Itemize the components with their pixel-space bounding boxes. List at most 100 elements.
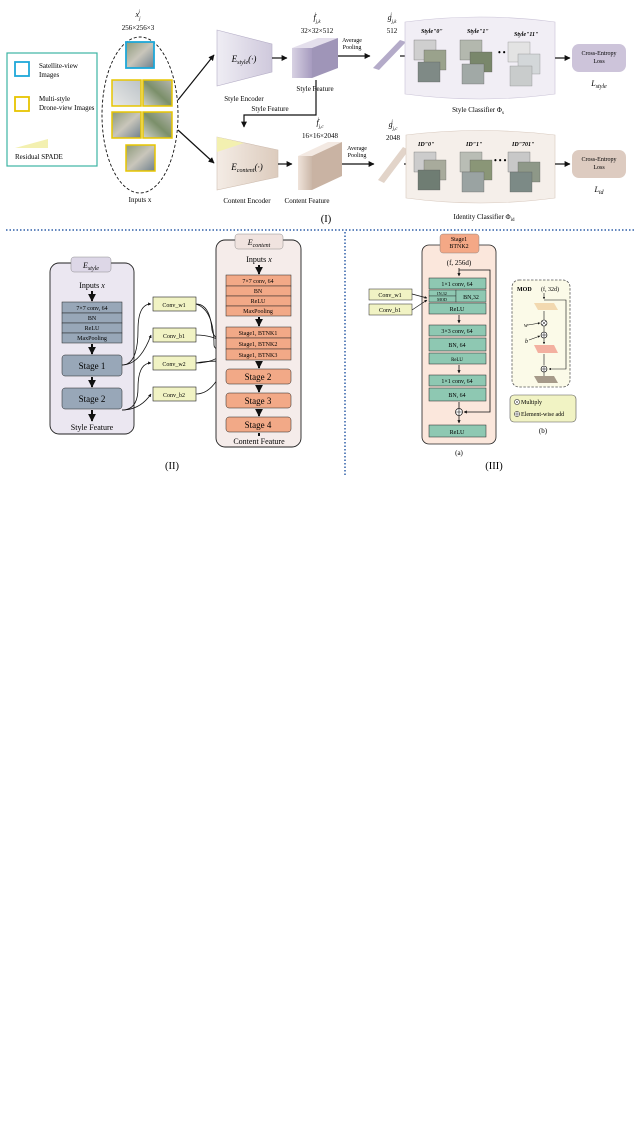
content-encoder: Econtent(·) Content Encoder (216, 136, 279, 205)
mod-block (534, 376, 558, 383)
content-vector: gj,ci 2048 (378, 120, 409, 183)
style-encoder-label: Style Encoder (224, 95, 264, 103)
identity-classifier: ID"0" ID"1" ID"701" • • • Identity Class… (405, 130, 556, 223)
econtent-stage-4 (225, 416, 292, 433)
style-class-11: Style"11" (514, 32, 538, 38)
btnk-layer: ReLU (451, 358, 463, 363)
estyle-layer: MaxPooling (77, 336, 107, 342)
inputs-group: xji 256×256×3 Inputs x (101, 10, 179, 204)
loss-id: Lid (593, 185, 604, 196)
drone-thumb (111, 111, 142, 139)
id-class-701: ID"701" (511, 142, 534, 148)
econtent-output: Content Feature (233, 437, 285, 446)
ellipsis: • • • (498, 48, 511, 57)
drone-thumb (142, 79, 173, 107)
multiply-icon (541, 320, 547, 326)
btnk-label: Stage1, BTNK1 (239, 331, 278, 337)
estyle-output: Style Feature (71, 423, 114, 432)
ellipsis: • • • (494, 156, 507, 165)
id-class-1: ID"1" (465, 142, 482, 148)
econtent-stage-3 (225, 392, 292, 409)
drone-thumb (125, 144, 156, 172)
style-to-conv-links (121, 302, 152, 411)
econtent-layer: BN (254, 289, 263, 295)
conv-b1-box (368, 303, 413, 316)
style-feature-dim: 32×32×512 (301, 27, 334, 35)
estyle-stage-2 (61, 387, 123, 410)
econtent-stage-label: Stage 3 (245, 396, 272, 406)
econtent-layer: ReLU (251, 299, 266, 305)
conv-b2-label: Conv_b2 (163, 393, 185, 399)
mod-skip (544, 299, 567, 371)
btnk-skip (459, 269, 491, 414)
add-icon (541, 366, 547, 372)
econtent-title: Econtent (247, 238, 271, 249)
mod-label: MOD (437, 297, 447, 302)
mod-legend: Multiply Element-wise add (b) (509, 394, 577, 435)
part-3-label: (III) (485, 461, 503, 472)
mod-title: MOD (517, 287, 532, 293)
style-feature-arrow-label: Style Feature (251, 105, 288, 113)
content-encoder-label: Content Encoder (223, 197, 271, 205)
conv-w1-label: Conv_w1 (378, 293, 401, 299)
arrow-to-style-encoder (177, 54, 215, 101)
sub-b-label: (b) (539, 427, 548, 435)
mod-w: w (524, 323, 528, 329)
btnk-layer: BN, 64 (448, 343, 465, 349)
inputs-label: Inputs x (129, 196, 152, 204)
style-classifier: Style"0" Style"1" Style"11" • • • Style … (404, 16, 556, 116)
btnk-layer: BN,32 (463, 295, 479, 301)
part-2-label: (II) (165, 461, 179, 472)
econtent-stem: 7×7 conv, 64 BN ReLU MaxPooling (225, 274, 292, 317)
part-1-label: (I) (321, 214, 332, 225)
identity-classifier-label: Identity Classifier Φid (453, 213, 515, 223)
in-32-label: IN,32 (437, 291, 447, 297)
mod-block (534, 303, 558, 310)
legend-spade: Residual SPADE (15, 153, 63, 161)
conv-boxes: Conv_w1 Conv_b1 Conv_w2 Conv_b2 (152, 296, 197, 402)
btnk-layer: BN, 64 (448, 393, 465, 399)
conv-w1-box (368, 288, 413, 301)
btnk-conv-inputs: Conv_w1 Conv_b1 (368, 288, 428, 316)
estyle-title: Estyle (82, 261, 99, 272)
style-feature-symbol: fj,ki (313, 13, 321, 25)
econtent-layer: MaxPooling (243, 309, 273, 315)
satellite-thumb (125, 41, 155, 69)
econtent-stage-label: Stage 4 (245, 420, 272, 430)
inputs-ellipse (101, 36, 179, 194)
drone-swatch (14, 96, 30, 112)
conv-w2-label: Conv_w2 (162, 362, 185, 368)
mod-b: b (525, 339, 528, 345)
btnk-layer: 1×1 conv, 64 (441, 379, 472, 385)
btnk-label: Stage1, BTNK2 (239, 342, 278, 348)
mod-input: (f, 32d) (541, 286, 559, 293)
spade-swatch (15, 139, 48, 148)
inputs-dim: 256×256×3 (122, 24, 155, 32)
add-icon (455, 408, 463, 416)
econtent-panel: Econtent Inputs x 7×7 conv, 64 BN ReLU M… (215, 233, 302, 448)
style-vector: gj,ki 512 (373, 13, 406, 70)
drone-thumb (111, 79, 142, 107)
legend-multiply: Multiply (521, 400, 542, 406)
econtent-btnk: Stage1, BTNK1 Stage1, BTNK2 Stage1, BTNK… (225, 326, 292, 361)
estyle-stage-label: Stage 1 (79, 361, 106, 371)
btnk-layer: ReLU (450, 307, 465, 313)
sub-a-label: (a) (455, 449, 463, 457)
content-feature-dim: 16×16×2048 (302, 132, 338, 140)
mod-panel: MOD (f, 32d) w b (511, 279, 571, 388)
estyle-layer: BN (88, 316, 97, 322)
estyle-panel: Estyle Inputs x 7×7 conv, 64 BN ReLU Max… (49, 256, 135, 435)
btnk-layer: 3×3 conv, 64 (441, 329, 472, 335)
style-encoder-symbol: Estyle(·) (231, 54, 257, 66)
estyle-layer: ReLU (85, 326, 100, 332)
btnk-layer: ReLU (450, 430, 465, 436)
